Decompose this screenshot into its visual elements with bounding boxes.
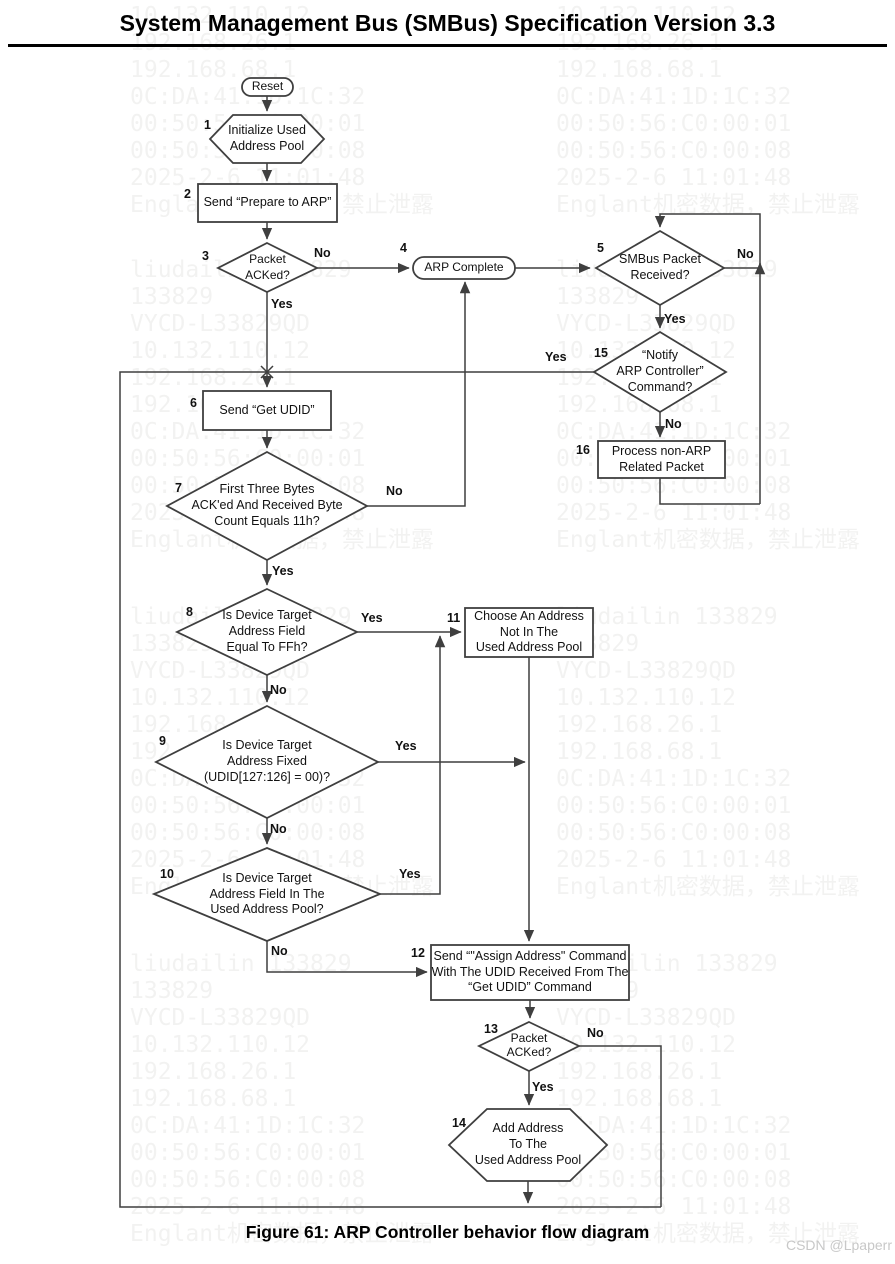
connectors <box>119 96 766 1208</box>
node-shape-5-diamond <box>594 229 726 307</box>
node-label-5: SMBus Packet Received? <box>619 252 701 282</box>
edge-label-no-5: No <box>737 247 754 261</box>
step-number-2: 2 <box>184 187 191 201</box>
step-number-14: 14 <box>452 1116 466 1130</box>
edge-label-yes-10: Yes <box>399 867 421 881</box>
csdn-credit-watermark: CSDN @Lpaperr <box>785 1237 892 1253</box>
node-shape-15-diamond <box>592 330 728 414</box>
step-number-9: 9 <box>159 734 166 748</box>
edge-label-no-7: No <box>386 484 403 498</box>
step-number-6: 6 <box>190 396 197 410</box>
node-shape-16-rect <box>597 440 726 479</box>
node-label-3: Packet ACKed? <box>245 252 290 282</box>
step-number-1: 1 <box>204 118 211 132</box>
node-label-6: Send “Get UDID” <box>219 402 315 417</box>
node-shape-14-hexagon <box>447 1108 609 1182</box>
step-number-11: 11 <box>447 611 461 625</box>
step-number-15: 15 <box>594 346 608 360</box>
edge-label-no-10: No <box>271 944 288 958</box>
step-number-16: 16 <box>576 443 590 457</box>
node-label-12: Send “"Assign Address" Command With The … <box>431 948 629 995</box>
node-shape-7-diamond <box>165 450 369 562</box>
edge-label-yes-15: Yes <box>545 350 567 364</box>
node-label-7: First Three Bytes ACK'ed And Received By… <box>191 482 343 528</box>
step-number-12: 12 <box>411 946 425 960</box>
node-shape-11-rect <box>464 607 594 658</box>
edge-label-no-3: No <box>314 246 331 260</box>
edge-label-yes-7: Yes <box>272 564 294 578</box>
step-number-8: 8 <box>186 605 193 619</box>
node-label-11: Choose An Address Not In The Used Addres… <box>474 608 584 655</box>
figure-caption: Figure 61: ARP Controller behavior flow … <box>245 1222 650 1242</box>
node-shape-12-rect <box>430 944 630 1001</box>
edge-label-yes-3: Yes <box>271 297 293 311</box>
node-shape-9-diamond <box>154 704 380 820</box>
step-number-13: 13 <box>484 1022 498 1036</box>
page-title: System Management Bus (SMBus) Specificat… <box>119 10 776 36</box>
node-label-9: Is Device Target Address Fixed (UDID[127… <box>203 738 331 784</box>
edge-label-yes-5: Yes <box>664 312 686 326</box>
node-shapes <box>151 77 728 1182</box>
title-rule <box>8 44 887 47</box>
edge-label-yes-9: Yes <box>395 739 417 753</box>
edge-label-no-9: No <box>270 822 287 836</box>
node-label-13: Packet ACKed? <box>506 1031 552 1059</box>
node-label-16: Process non-ARP Related Packet <box>611 443 712 474</box>
node-shape-10-diamond <box>151 847 383 942</box>
node-shape-2-rect <box>197 183 338 223</box>
node-label-4: ARP Complete <box>424 259 504 274</box>
step-number-4: 4 <box>400 241 407 255</box>
node-shape-4-oval <box>412 256 516 280</box>
step-number-3: 3 <box>202 249 209 263</box>
node-label-2: Send “Prepare to ARP” <box>203 195 332 210</box>
node-label-10: Is Device Target Address Field In The Us… <box>209 870 325 917</box>
step-number-7: 7 <box>175 481 182 495</box>
edge-label-yes-13: Yes <box>532 1080 554 1094</box>
node-label-reset: Reset <box>251 78 284 93</box>
node-label-14: Add Address To The Used Address Pool <box>474 1121 582 1167</box>
node-shape-reset <box>241 77 294 97</box>
node-shape-13-diamond <box>476 1021 582 1073</box>
edge-label-no-8: No <box>270 683 287 697</box>
edge-label-no-13: No <box>587 1026 604 1040</box>
node-shape-1-hexagon <box>208 114 326 164</box>
edge-label-yes-8: Yes <box>361 611 383 625</box>
node-label-15: “Notify ARP Controller” Command? <box>616 348 704 394</box>
node-shape-6-rect <box>202 390 332 431</box>
step-number-10: 10 <box>160 867 174 881</box>
edge-label-no-15: No <box>665 417 682 431</box>
node-label-1: Initialize Used Address Pool <box>228 123 306 153</box>
node-label-8: Is Device Target Address Field Equal To … <box>222 608 312 654</box>
node-shape-8-diamond <box>174 588 360 676</box>
step-number-5: 5 <box>597 241 604 255</box>
node-shape-3-diamond <box>215 241 320 294</box>
